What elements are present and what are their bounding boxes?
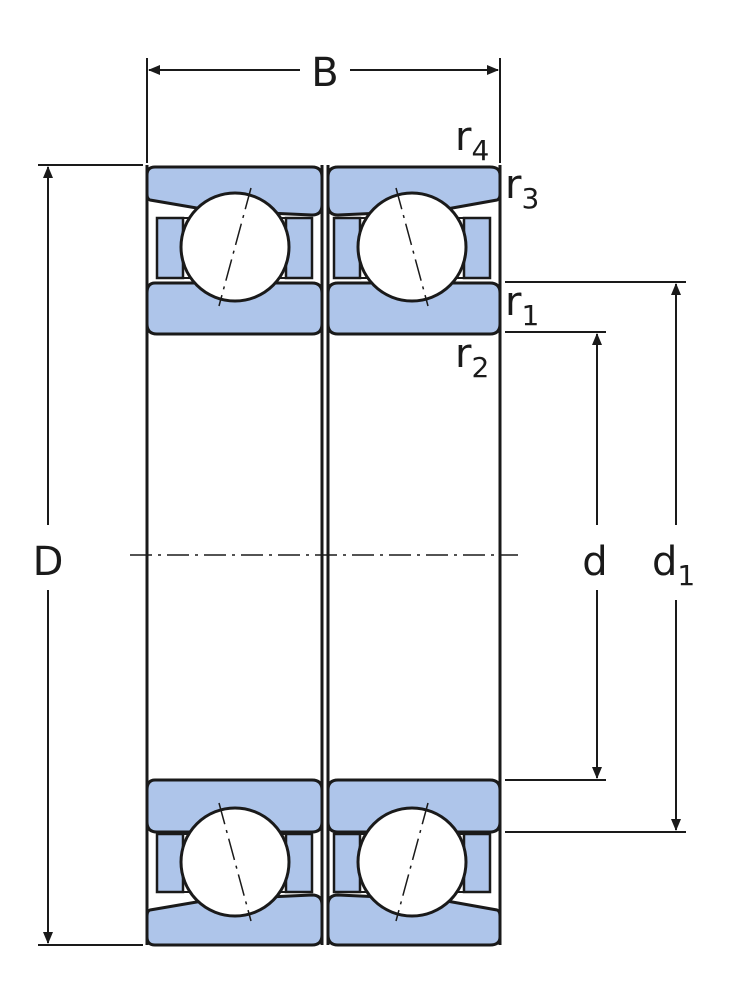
label-r4: r4 [455, 114, 489, 167]
cage-bottom-right-b [462, 832, 492, 894]
contact-line [218, 802, 252, 922]
label-r1: r1 [505, 279, 539, 332]
dimension-B: B [146, 50, 501, 163]
ball-top-left [179, 191, 291, 303]
contact-line [218, 187, 252, 307]
top-right-row [326, 165, 502, 336]
label-r3: r3 [505, 162, 539, 215]
contact-line [395, 802, 429, 922]
label-r2: r2 [455, 331, 489, 384]
contact-line [395, 187, 429, 307]
label-D: D [33, 539, 64, 585]
cage-top-right-b [462, 216, 492, 280]
inner-ring-top-left [145, 281, 324, 336]
ball-bottom-left [179, 806, 291, 918]
ball-bottom-right [356, 806, 468, 918]
cage-top-left-a [155, 216, 185, 280]
dimension-d1: d1 [505, 281, 695, 833]
ball-top-right [356, 191, 468, 303]
bottom-right-row [326, 778, 502, 947]
cage-bottom-right-a [332, 832, 362, 894]
cage-bottom-left-a [155, 832, 185, 894]
inner-ring-top-right [326, 281, 502, 336]
label-B: B [311, 50, 338, 96]
label-d1: d1 [652, 539, 695, 592]
top-left-row [145, 165, 324, 336]
dimension-d: d [505, 331, 608, 781]
inner-ring-bottom-left [145, 778, 324, 834]
dimension-D: D [33, 164, 143, 946]
outer-ring-bottom-right [326, 893, 502, 947]
label-d: d [582, 539, 607, 585]
cage-top-right-a [332, 216, 362, 280]
bottom-left-row [145, 778, 324, 947]
outer-ring-bottom-left [145, 893, 324, 947]
inner-ring-bottom-right [326, 778, 502, 834]
